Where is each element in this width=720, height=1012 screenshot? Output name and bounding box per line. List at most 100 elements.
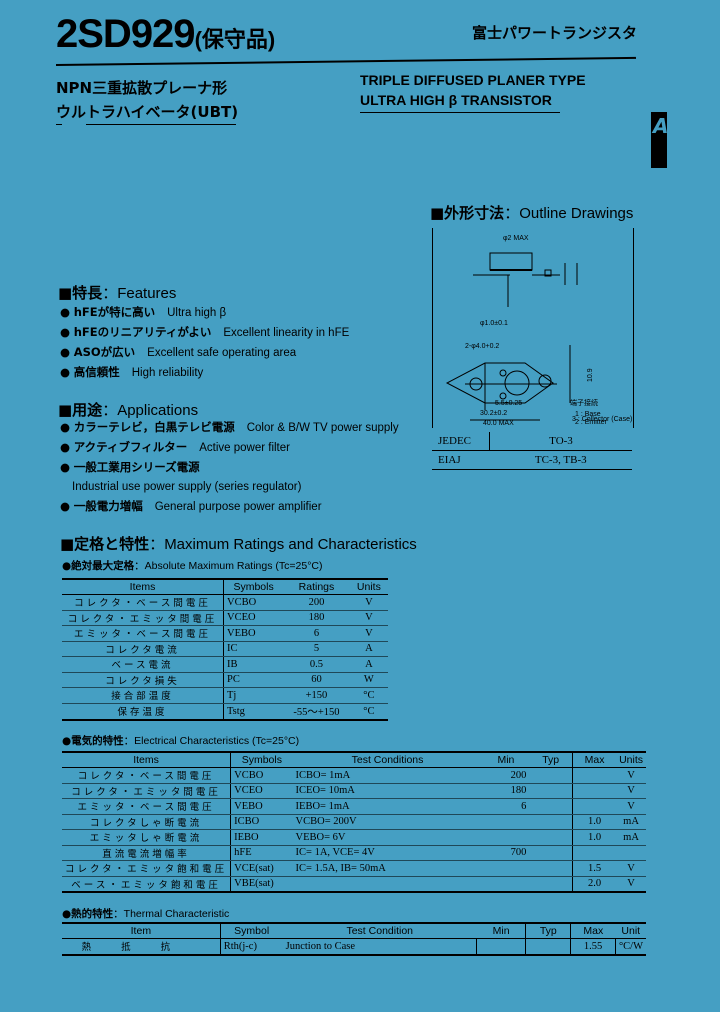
outline-drawing-frame: [432, 228, 634, 428]
svg-text:10.9: 10.9: [587, 368, 594, 382]
ratings-heading-jp: ■定格と特性: [60, 535, 150, 553]
applications-heading-en: ：Applications: [102, 402, 199, 419]
abs-max-title: ●絶対最大定格：Absolute Maximum Ratings (Tc=25°…: [62, 560, 323, 572]
col-max: Max: [570, 922, 616, 939]
svg-text:φ2 MAX: φ2 MAX: [503, 235, 529, 242]
col-test-condition: Test Condition: [282, 922, 477, 939]
col-symbols: Symbols: [223, 578, 284, 595]
part-note: (保守品): [194, 27, 276, 52]
part-number: 2SD929: [56, 12, 196, 56]
device-type-jp: NPN三重拡散プレーナ形 ウルトラハイベータ(UBT): [56, 76, 238, 124]
applications-heading-jp: ■用途: [58, 401, 103, 419]
type-en-line1: TRIPLE DIFFUSED PLANER TYPE: [360, 72, 586, 88]
page-title: 2SD929(保守品): [56, 12, 275, 62]
features-heading-jp: ■特長: [58, 284, 103, 302]
col-units: Units: [616, 751, 646, 768]
col-item: Item: [62, 922, 221, 939]
list-item: Industrial use power supply (series regu…: [72, 481, 302, 493]
package-code: TO-3: [489, 432, 632, 451]
col-units: Units: [349, 578, 388, 595]
col-symbols: Symbols: [230, 751, 293, 768]
table-header-row: Item Symbol Test Condition Min Typ Max U…: [62, 922, 646, 939]
col-min: Min: [476, 922, 526, 939]
thermal-title: ●熱的特性：Thermal Characteristic: [62, 908, 230, 920]
ratings-heading: ■定格と特性：Maximum Ratings and Characteristi…: [60, 533, 417, 554]
pin-3-label: 3 : Collector (Case): [572, 416, 633, 423]
table-row: JEDEC TO-3: [432, 432, 632, 451]
col-ratings: Ratings: [283, 578, 350, 595]
ratings-heading-en: ：Maximum Ratings and Characteristics: [149, 536, 417, 553]
col-symbol: Symbol: [219, 922, 283, 939]
outline-heading-en: ：Outline Drawings: [504, 205, 634, 222]
features-heading-en: ：Features: [102, 285, 177, 302]
svg-text:5.5±0.25: 5.5±0.25: [495, 400, 522, 407]
outline-heading: ■外形寸法：Outline Drawings: [430, 202, 633, 223]
col-unit: Unit: [615, 922, 646, 939]
section-tab-marker: A: [651, 112, 669, 168]
col-test-conditions: Test Conditions: [292, 751, 483, 768]
applications-heading: ■用途：Applications: [58, 399, 198, 420]
col-items: Items: [62, 751, 231, 768]
list-item: ● 一般工業用シリーズ電源: [60, 460, 200, 474]
electrical-title: ●電気的特性：Electrical Characteristics (Tc=25…: [62, 735, 300, 747]
section-tab-letter: A: [653, 114, 669, 138]
col-items: Items: [62, 578, 224, 595]
svg-text:2-φ4.0+0.2: 2-φ4.0+0.2: [465, 343, 499, 350]
table-header-row: Items Symbols Test Conditions Min Typ Ma…: [62, 751, 646, 768]
package-std: EIAJ: [432, 450, 490, 470]
electrical-characteristics-table: Items Symbols Test Conditions Min Typ Ma…: [62, 751, 646, 893]
col-min: Min: [482, 751, 530, 768]
svg-text:2 : Emitter: 2 : Emitter: [575, 419, 608, 426]
type-jp-line1: NPN三重拡散プレーナ形: [56, 79, 228, 97]
col-typ: Typ: [529, 751, 573, 768]
svg-text:1 : Base: 1 : Base: [575, 411, 601, 418]
svg-text:30.2±0.2: 30.2±0.2: [480, 410, 507, 417]
features-heading: ■特長：Features: [58, 282, 176, 303]
divider: [360, 112, 560, 113]
package-std: JEDEC: [432, 432, 490, 451]
divider: [56, 124, 62, 125]
svg-text:φ1.0±0.1: φ1.0±0.1: [480, 320, 508, 327]
type-en-line2: ULTRA HIGH β TRANSISTOR: [360, 92, 552, 108]
col-typ: Typ: [525, 922, 571, 939]
package-standard-table: JEDEC TO-3 EIAJ TC-3, TB-3: [432, 432, 632, 470]
table-header-row: Items Symbols Ratings Units: [62, 578, 388, 595]
col-max: Max: [572, 751, 617, 768]
type-jp-line2: ウルトラハイベータ(UBT): [56, 103, 239, 121]
device-type-en: TRIPLE DIFFUSED PLANER TYPE ULTRA HIGH β…: [360, 70, 586, 110]
package-code: TC-3, TB-3: [489, 450, 632, 470]
divider: [86, 124, 236, 125]
brand-label: 富士パワートランジスタ: [472, 24, 638, 42]
table-row: EIAJ TC-3, TB-3: [432, 450, 632, 470]
outline-heading-jp: ■外形寸法: [430, 204, 505, 222]
svg-text:端子接続: 端子接続: [570, 398, 598, 407]
thermal-characteristic-table: Item Symbol Test Condition Min Typ Max U…: [62, 922, 646, 956]
svg-text:40.0 MAX: 40.0 MAX: [483, 420, 514, 427]
to3-outline-drawing: φ2 MAX φ1.0±0.1 2-φ4.0+0.2 5.5±0.25 30.2…: [445, 235, 608, 427]
